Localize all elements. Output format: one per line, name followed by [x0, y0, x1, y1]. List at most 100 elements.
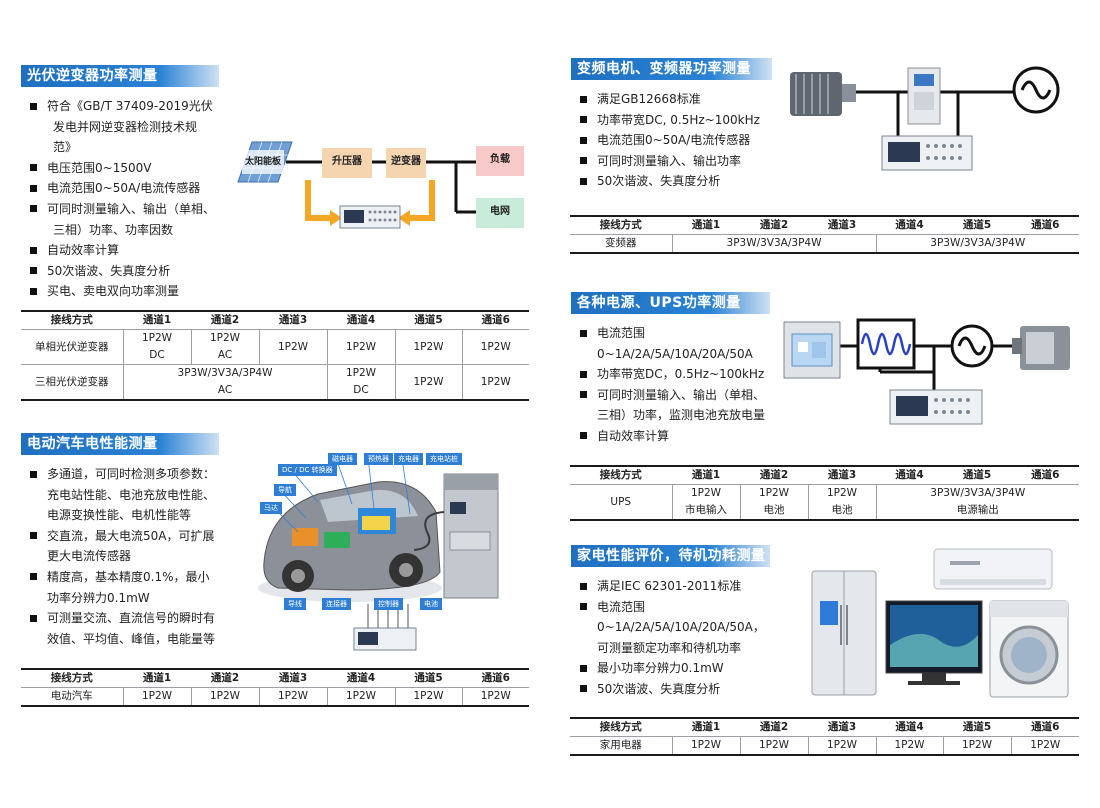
pv-bullet-1-cont2: 范》: [53, 140, 78, 155]
table-header-cell: 通道6: [1010, 465, 1079, 485]
home-bullet-1: 满足IEC 62301-2011标准: [571, 576, 801, 597]
ev-bullet-2-cont: 更大电流传感器: [47, 549, 132, 564]
table-header-cell: 通道2: [739, 465, 808, 485]
vfd-bullet-3: 电流范围0~50A/电流传感器: [571, 130, 791, 151]
table-header-cell: 通道1: [671, 717, 740, 737]
table-cell: 变频器: [570, 234, 672, 254]
table-row: 电动汽车 1P2W 1P2W 1P2W 1P2W 1P2W 1P2W: [21, 687, 529, 707]
table-header-cell: 通道6: [1010, 717, 1079, 737]
vfd-bullet-list: 满足GB12668标准 功率带宽DC, 0.5Hz~100kHz 电流范围0~5…: [571, 89, 791, 192]
ev-label-wire: 导线: [284, 598, 306, 610]
table-cell: 电动汽车: [21, 687, 123, 707]
pv-box-solar-label: 太阳能板: [242, 150, 284, 174]
ev-label-cig: 预热器: [364, 453, 393, 465]
table-header-row: 接线方式 通道1 通道2 通道3 通道4 通道5 通道6: [21, 668, 529, 688]
ups-bullet-1: 电流范围: [571, 323, 791, 344]
home-bullet-list: 满足IEC 62301-2011标准 电流范围 0~1A/2A/5A/10A/2…: [571, 576, 801, 700]
ups-bullet-1-cont: 0~1A/2A/5A/10A/20A/50A: [597, 346, 753, 361]
vfd-bullet-4: 可同时测量输入、输出功率: [571, 151, 791, 172]
table-header-cell: 通道5: [394, 668, 462, 688]
power-meter-icon: [339, 205, 401, 229]
table-header-cell: 通道5: [942, 215, 1011, 235]
ev-car-illustration: DC / DC 转换器 导航 马达 磁电器 预热器 充电器 充电站桩 导线 连接…: [258, 452, 540, 658]
ev-label-chg: 充电器: [394, 453, 423, 465]
table-cell: 1P2W: [671, 736, 740, 756]
home-appliances-illustration: [810, 545, 1078, 699]
air-conditioner-icon: [933, 548, 1053, 590]
ev-section-title: 电动汽车电性能测量: [21, 433, 219, 455]
table-row: 变频器 3P3W/3V3A/3P4W 3P3W/3V3A/3P4W: [570, 234, 1079, 254]
ev-bullet-3: 精度高，基本精度0.1%，最小: [21, 567, 241, 588]
television-icon: [885, 600, 983, 685]
table-cell: 1P2W: [875, 736, 943, 756]
pv-bullet-5: 自动效率计算: [21, 240, 236, 261]
ev-bullet-4-cont: 效值、平均值、峰值，电能量等: [47, 631, 216, 646]
table-header-cell: 通道4: [875, 717, 943, 737]
table-cell: 1P2W: [461, 329, 529, 365]
table-cell: 1P2W: [739, 736, 808, 756]
ev-bullet-1-cont2: 电源变换性能、电机性能等: [47, 508, 192, 523]
pv-bullet-6: 50次谐波、失真度分析: [21, 261, 236, 282]
ev-bullet-4: 可测量交流、直流信号的瞬时有: [21, 608, 241, 629]
ev-bullet-list: 多通道，可同时检测多项参数： 充电站性能、电池充放电性能、 电源变换性能、电机性…: [21, 464, 241, 649]
table-cell: 1P2W: [394, 364, 462, 401]
frequency-converter-icon: [907, 67, 941, 125]
pv-box-boost: 升压器: [322, 148, 372, 178]
table-header-row: 接线方式 通道1 通道2 通道3 通道4 通道5 通道6: [570, 465, 1079, 485]
washing-machine-icon: [989, 600, 1069, 698]
table-header-cell: 通道2: [739, 215, 808, 235]
table-cell: 1P2W: [1010, 736, 1079, 756]
table-cell: 1P2W: [461, 364, 529, 401]
table-header-row: 接线方式 通道1 通道2 通道3 通道4 通道5 通道6: [570, 215, 1079, 235]
ups-bullet-list: 电流范围 0~1A/2A/5A/10A/20A/50A 功率带宽DC，0.5Hz…: [571, 323, 791, 447]
table-header-cell: 通道4: [326, 668, 395, 688]
table-header-cell: 通道1: [122, 310, 191, 330]
table-cell: 1P2W: [807, 736, 876, 756]
ev-label-motor: 马达: [260, 502, 282, 514]
table-cell: 3P3W/3V3A/3P4W: [875, 234, 1079, 254]
table-cell: 1P2W: [258, 329, 327, 365]
pv-bullet-4-cont: 三相）功率、功率因数: [53, 222, 174, 237]
motor-icon: [790, 72, 856, 116]
pv-bullet-2: 电压范围0~1500V: [21, 158, 236, 179]
table-cell: UPS: [570, 484, 672, 521]
table-header-cell: 接线方式: [21, 668, 123, 688]
home-bullet-2: 电流范围: [571, 597, 801, 618]
generator-icon: [1012, 326, 1070, 370]
ev-label-mag: 磁电器: [328, 453, 357, 465]
home-bullet-2-cont2: 可测量额定功率和待机功率: [597, 640, 742, 655]
table-cell: 家用电器: [570, 736, 672, 756]
table-header-cell: 通道2: [739, 717, 808, 737]
table-header-cell: 通道3: [807, 215, 876, 235]
table-cell: 1P2W: [326, 329, 395, 365]
table-cell: 1P2W: [122, 687, 191, 707]
table-cell: 1P2W: [394, 329, 462, 365]
ev-bullet-1: 多通道，可同时检测多项参数：: [21, 464, 241, 485]
ups-bullet-4: 自动效率计算: [571, 426, 791, 447]
ev-label-dcdc: DC / DC 转换器: [278, 464, 337, 476]
table-header-cell: 通道1: [122, 668, 191, 688]
ev-label-nav: 导航: [274, 484, 296, 496]
table-header-cell: 通道2: [190, 310, 259, 330]
table-header-cell: 通道2: [190, 668, 259, 688]
table-cell: 1P2W: [326, 687, 395, 707]
table-header-cell: 通道4: [326, 310, 395, 330]
table-header-cell: 通道3: [807, 717, 876, 737]
table-header-cell: 通道3: [807, 465, 876, 485]
table-cell: 1P2W: [258, 687, 327, 707]
pv-channel-table: 接线方式 通道1 通道2 通道3 通道4 通道5 通道6 单相光伏逆变器 1P2…: [21, 310, 529, 401]
table-header-cell: 接线方式: [570, 717, 672, 737]
table-header-cell: 接线方式: [570, 215, 672, 235]
table-header-cell: 通道6: [461, 668, 529, 688]
home-bullet-3: 最小功率分辨力0.1mW: [571, 658, 801, 679]
power-meter-icon: [881, 135, 973, 171]
pv-box-load: 负载: [476, 146, 524, 176]
ev-bullet-3-cont: 功率分辨力0.1mW: [47, 590, 150, 605]
